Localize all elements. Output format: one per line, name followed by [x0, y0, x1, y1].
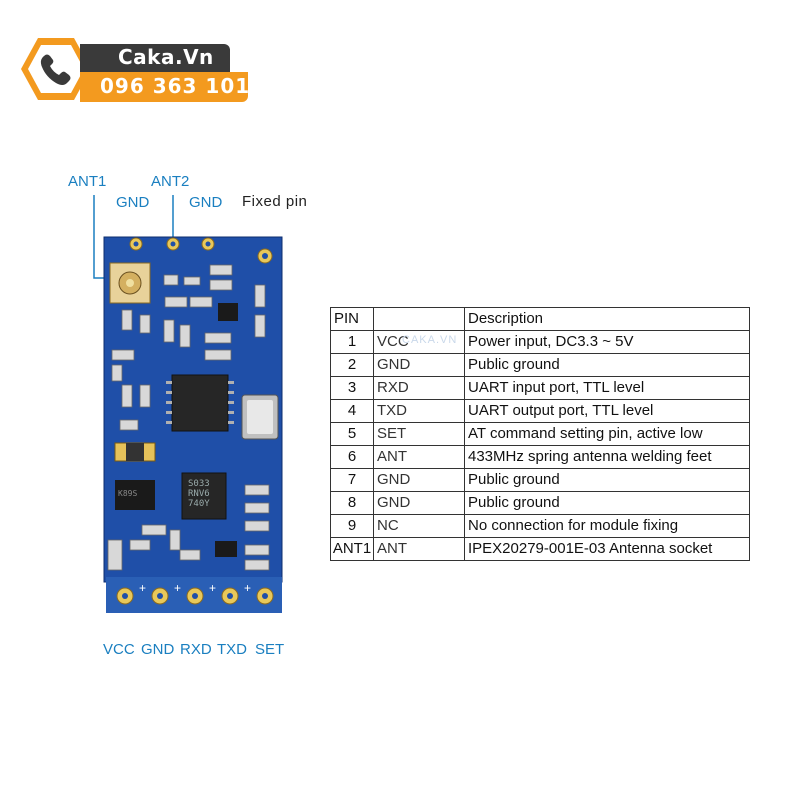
cell-pin: 4 [330, 399, 374, 423]
phone-number[interactable]: 096 363 1012 [100, 74, 266, 98]
label-vcc: VCC [103, 641, 135, 658]
phone-bar [80, 72, 248, 102]
cell-name: RXD [373, 376, 465, 400]
label-ant1: ANT1 [68, 173, 107, 190]
cell-pin: ANT1 [330, 537, 374, 561]
label-fixed-pin: Fixed pin [242, 193, 308, 210]
small-chip-marking: K89S [118, 489, 138, 498]
table-header-row: PIN Description [330, 307, 750, 331]
svg-text:+: + [174, 581, 181, 595]
label-rxd: RXD [180, 641, 212, 658]
svg-text:+: + [209, 581, 216, 595]
cell-description: Public ground [464, 468, 750, 492]
cell-description: No connection for module fixing [464, 514, 750, 538]
cell-description: 433MHz spring antenna welding feet [464, 445, 750, 469]
cell-pin: 8 [330, 491, 374, 515]
cell-name: GND [373, 353, 465, 377]
cell-pin: 7 [330, 468, 374, 492]
header-pin: PIN [330, 307, 374, 331]
cell-name: SET [373, 422, 465, 446]
cell-pin: 6 [330, 445, 374, 469]
cell-name: GND [373, 491, 465, 515]
cell-description: Public ground [464, 491, 750, 515]
label-txd: TXD [217, 641, 247, 658]
cell-pin: 3 [330, 376, 374, 400]
cell-pin: 2 [330, 353, 374, 377]
cell-name: GND [373, 468, 465, 492]
cell-description: UART output port, TTL level [464, 399, 750, 423]
header-description: Description [464, 307, 750, 331]
brand-bar [80, 44, 230, 72]
label-set: SET [255, 641, 285, 658]
cell-name: ANT [373, 445, 465, 469]
cell-pin: 5 [330, 422, 374, 446]
chip-marking: S033 RNV6 740Y [188, 479, 210, 509]
label-ant2: ANT2 [151, 173, 190, 190]
brand-name: Caka.Vn [118, 45, 214, 69]
svg-text:+: + [139, 581, 146, 595]
cell-name: ANT [373, 537, 465, 561]
rf-module-board: + + + + [93, 195, 283, 613]
label-gnd-top-2: GND [189, 194, 223, 211]
cell-name: NC [373, 514, 465, 538]
label-gnd-top-1: GND [116, 194, 150, 211]
cell-description: IPEX20279-001E-03 Antenna socket [464, 537, 750, 561]
cell-pin: 1 [330, 330, 374, 354]
cell-name: TXD [373, 399, 465, 423]
cell-description: AT command setting pin, active low [464, 422, 750, 446]
phone-icon [40, 54, 71, 85]
brand-logo-badge [21, 38, 91, 100]
svg-text:+: + [244, 581, 251, 595]
header-name [373, 307, 465, 331]
cell-description: UART input port, TTL level [464, 376, 750, 400]
cell-description: Power input, DC3.3 ~ 5V [464, 330, 750, 354]
cell-pin: 9 [330, 514, 374, 538]
watermark: CAKA.VN [402, 334, 458, 346]
cell-description: Public ground [464, 353, 750, 377]
label-gnd-bottom: GND [141, 641, 175, 658]
